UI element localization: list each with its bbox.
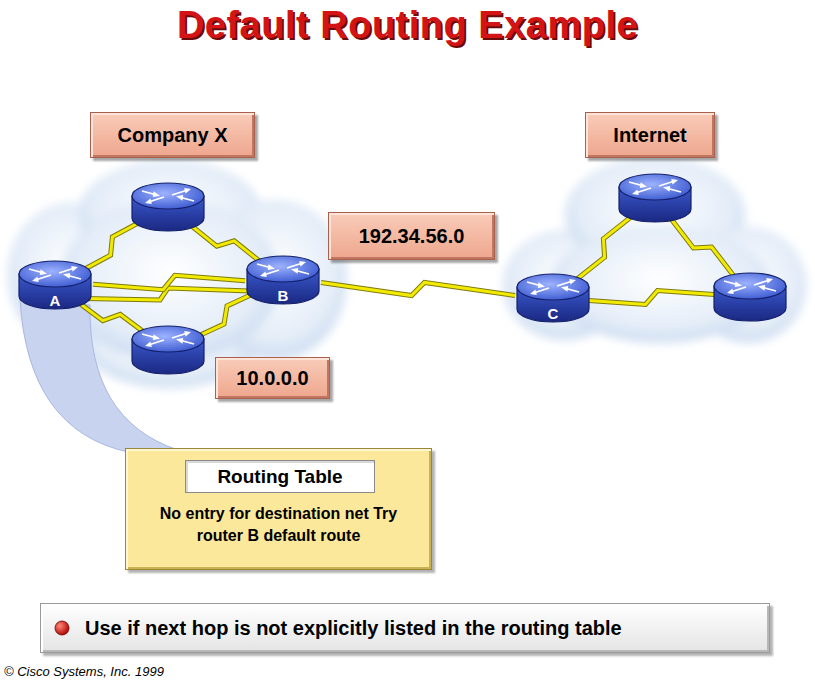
table-heading: Routing Table: [185, 460, 375, 493]
copyright-note: © Cisco Systems, Inc. 1999: [4, 664, 164, 679]
router: A: [17, 258, 93, 312]
group-tag: Internet: [585, 112, 715, 158]
router-letter: A: [50, 292, 61, 309]
note-bar: Use if next hop is not explicitly listed…: [40, 603, 770, 653]
network-cloud: [8, 157, 806, 388]
network-tag: 10.0.0.0: [215, 357, 330, 399]
routing-table-box: Routing Table No entry for destination ne…: [125, 448, 432, 570]
node-text: No entry for destination net Try router …: [144, 503, 414, 557]
node-text: 192.34.56.0: [359, 225, 465, 248]
diagram-title: Default Routing Example: [0, 4, 815, 47]
node-text: Use if next hop is not explicitly listed…: [85, 617, 622, 640]
node-text: Company X: [117, 124, 227, 147]
link-shadow: [321, 282, 515, 295]
node-text: Routing Table: [217, 466, 342, 488]
serial-link: [93, 275, 245, 289]
node-text: Internet: [613, 124, 686, 147]
network-tag: 192.34.56.0: [328, 212, 495, 260]
serial-link-group: [321, 282, 515, 295]
callout-wedge: [20, 300, 178, 452]
router: B: [245, 253, 321, 307]
link-shadow: [93, 275, 245, 289]
router-icon: [132, 174, 786, 374]
serial-link: [321, 282, 515, 295]
router: C: [515, 271, 591, 325]
router-letter: C: [548, 305, 559, 322]
router-letter: B: [278, 287, 289, 304]
group-tag: Company X: [90, 112, 255, 158]
node-text: 10.0.0.0: [236, 367, 308, 390]
serial-link-group: [93, 275, 245, 289]
